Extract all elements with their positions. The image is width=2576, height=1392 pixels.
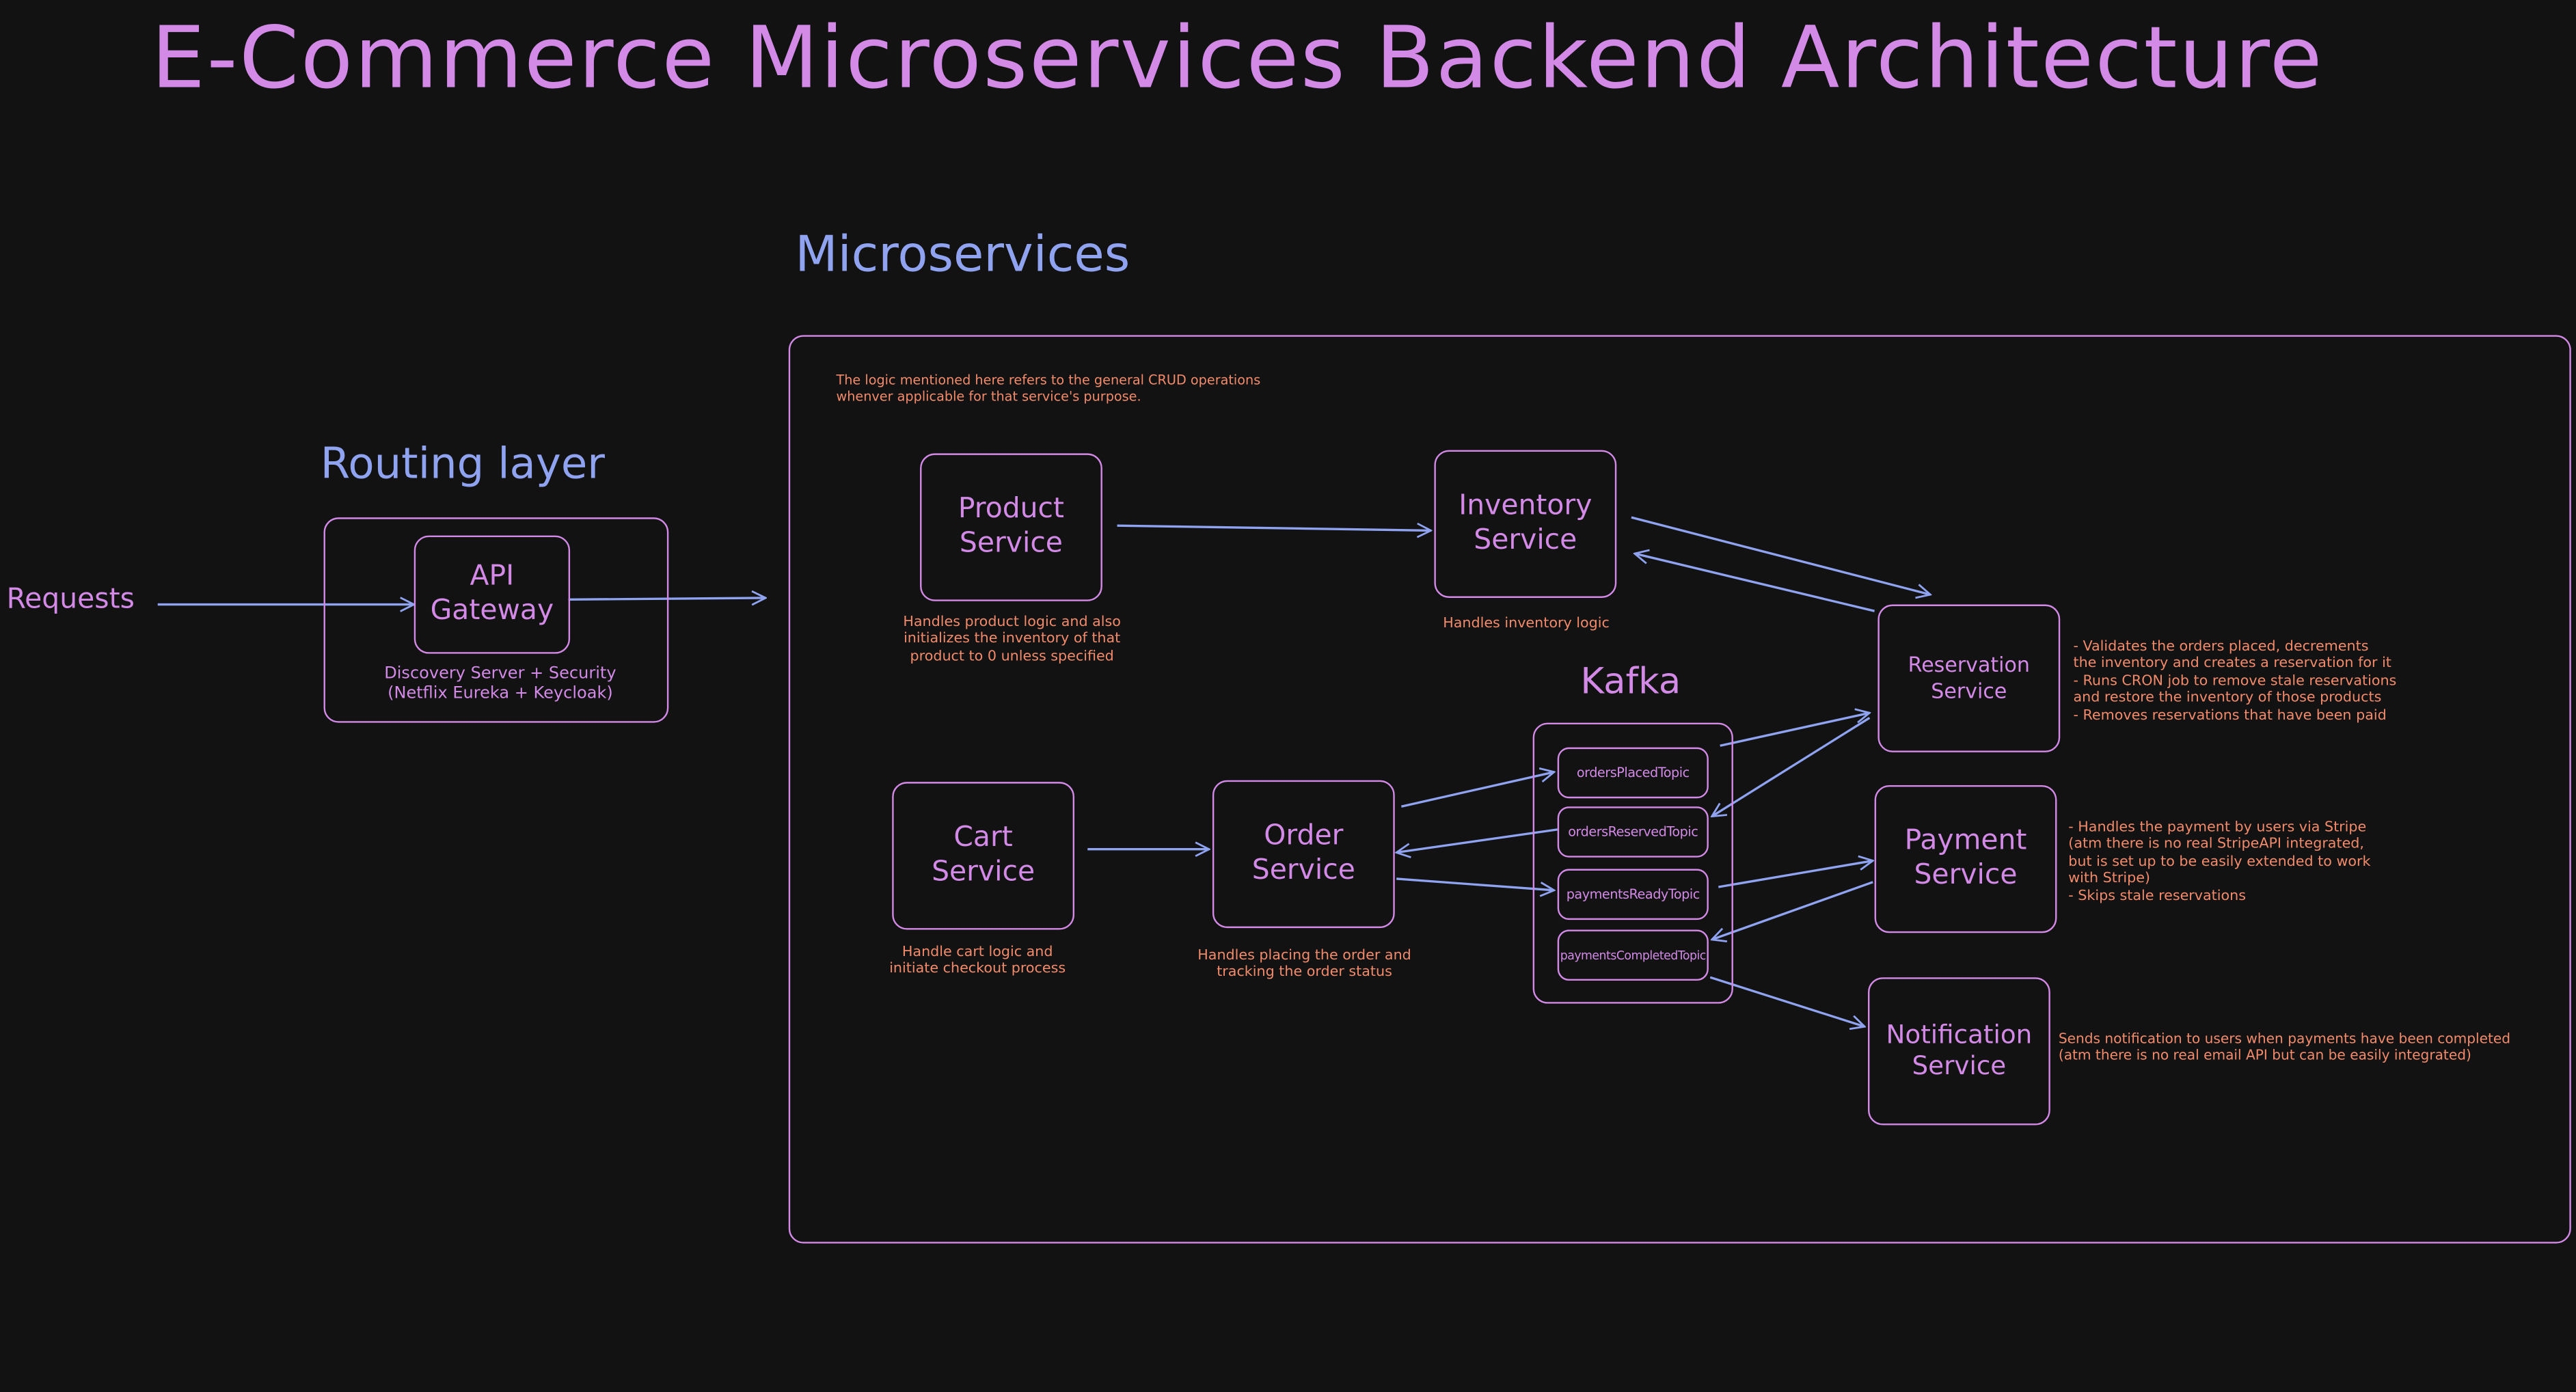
- microservices-title: Microservices: [795, 226, 1130, 284]
- arrow-orders-reserved-to-order: [1396, 828, 1558, 853]
- routing-layer-title: Routing layer: [320, 440, 606, 490]
- arrow-payment-to-payments-completed: [1712, 881, 1873, 940]
- reservation-service-box: Reservation Service: [1877, 604, 2061, 752]
- routing-layer-caption: Discovery Server + Security (Netflix Eur…: [384, 665, 616, 704]
- kafka-topic-orders-placed: ordersPlacedTopic: [1557, 747, 1709, 799]
- notification-service-box: Notification Service: [1868, 977, 2050, 1125]
- order-service-box: Order Service: [1212, 780, 1395, 929]
- payment-service-box: Payment Service: [1874, 784, 2057, 933]
- arrow-reservation-to-inventory: [1635, 554, 1875, 612]
- arrow-order-to-orders-placed: [1400, 772, 1554, 808]
- product-service-box: Product Service: [920, 453, 1102, 601]
- requests-label: Requests: [6, 583, 135, 616]
- arrow-order-to-payments-ready: [1396, 877, 1554, 890]
- kafka-container: [1532, 722, 1733, 1004]
- microservices-note: The logic mentioned here refers to the g…: [836, 372, 1261, 404]
- kafka-title: Kafka: [1580, 661, 1681, 703]
- kafka-topic-payments-ready: paymentsReadyTopic: [1557, 869, 1709, 920]
- arrow-payments-completed-to-notification: [1709, 976, 1865, 1026]
- arrow-inventory-to-reservation: [1631, 516, 1930, 595]
- inventory-service-box: Inventory Service: [1434, 450, 1617, 598]
- cart-service-box: Cart Service: [892, 782, 1075, 930]
- arrow-reservation-to-orders-reserved: [1712, 716, 1871, 816]
- notification-service-caption: Sends notification to users when payment…: [2058, 1030, 2511, 1063]
- payment-service-caption: - Handles the payment by users via Strip…: [2068, 819, 2371, 905]
- diagram-title: E-Commerce Microservices Backend Archite…: [151, 10, 2324, 109]
- arrow-payments-ready-to-payment: [1718, 861, 1873, 888]
- inventory-service-caption: Handles inventory logic: [1443, 616, 1610, 633]
- kafka-topic-payments-completed: paymentsCompletedTopic: [1557, 929, 1709, 981]
- cart-service-caption: Handle cart logic and initiate checkout …: [889, 944, 1066, 979]
- routing-layer-box: [323, 517, 669, 723]
- microservices-container: [788, 335, 2571, 1244]
- arrow-orders-placed-to-reservation: [1720, 713, 1870, 747]
- arrow-product-to-inventory: [1117, 526, 1431, 530]
- order-service-caption: Handles placing the order and tracking t…: [1197, 947, 1411, 982]
- api-gateway-box: API Gateway: [413, 535, 571, 654]
- arrow-gateway-to-microservices: [568, 598, 765, 599]
- product-service-caption: Handles product logic and also initializ…: [903, 614, 1121, 666]
- kafka-topic-orders-reserved: ordersReservedTopic: [1557, 806, 1709, 858]
- reservation-service-caption: - Validates the orders placed, decrement…: [2073, 639, 2397, 724]
